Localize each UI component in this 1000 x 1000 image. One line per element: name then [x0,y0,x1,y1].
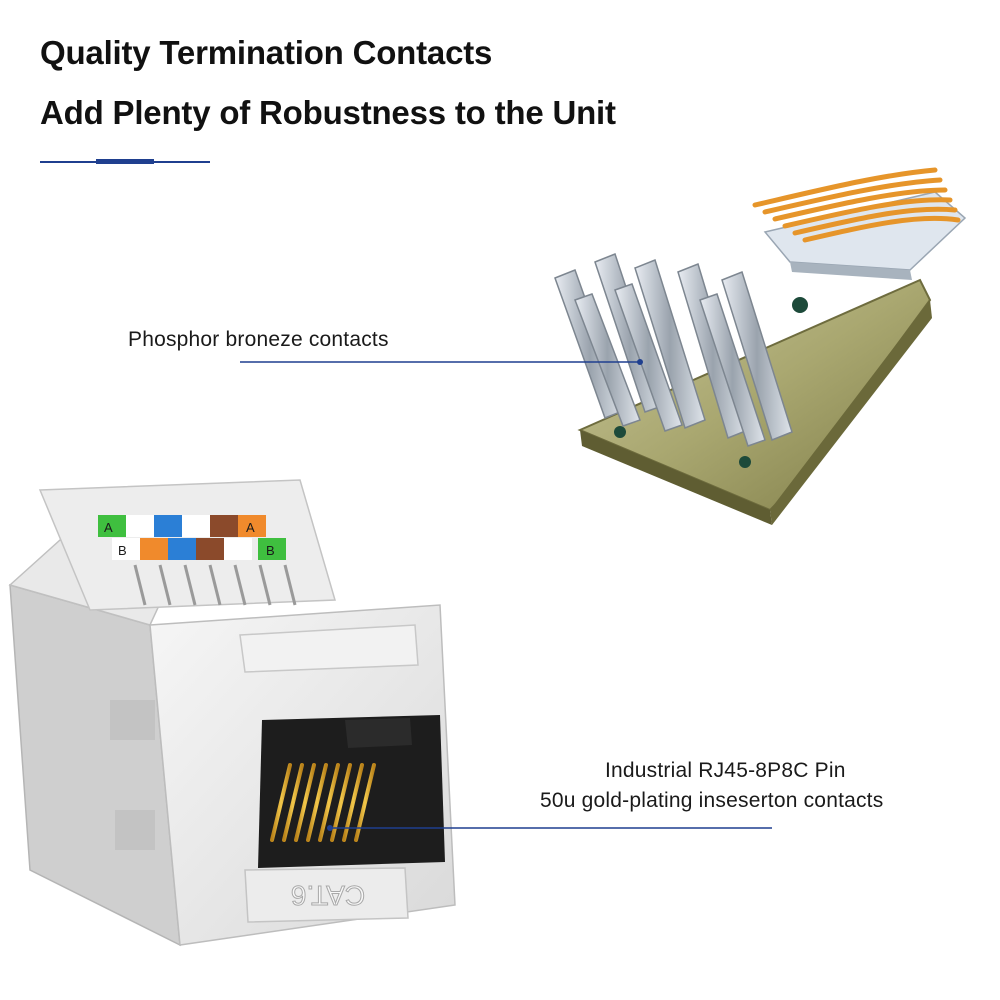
rj45-callout-line-2: 50u gold-plating inseserton contacts [540,789,884,812]
contacts-callout-label: Phosphor broneze contacts [128,328,389,351]
color-code-strip: A B A B [98,515,286,560]
cat6-emboss: CAT.6 [291,880,365,911]
rj45-leader-dot [327,825,333,831]
heading-line-1: Quality Termination Contacts [40,34,493,71]
pair-letter-1: A [104,520,113,535]
keystone-jack: A B A B [8,479,456,947]
heading-underline-accent [96,159,154,164]
pair-letter-2: B [118,543,127,558]
heading-line-2: Add Plenty of Robustness to the Unit [40,94,616,131]
contacts-leader-dot [637,359,643,365]
pair-letter-3: A [246,520,255,535]
pair-letter-4: B [266,543,275,558]
phosphor-contacts-module [554,167,967,525]
rj45-callout-line-1: Industrial RJ45-8P8C Pin [605,759,846,782]
